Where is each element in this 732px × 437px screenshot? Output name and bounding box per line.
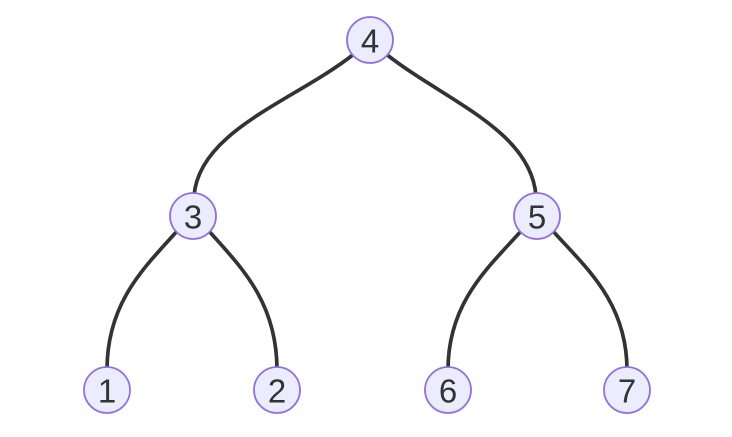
node-7-circle	[603, 366, 651, 414]
edge-5-6	[446, 228, 524, 372]
node-2-label: 2	[268, 373, 286, 410]
edge-4-3	[192, 52, 356, 198]
edges-layer	[105, 52, 629, 372]
node-3-circle	[169, 192, 217, 240]
node-5: 5	[513, 192, 561, 240]
edge-3-1	[105, 228, 180, 372]
node-5-circle	[513, 192, 561, 240]
node-2-circle	[253, 366, 301, 414]
node-6-circle	[424, 366, 472, 414]
node-1-circle	[83, 366, 131, 414]
node-1-label: 1	[98, 373, 116, 410]
edge-4-5	[384, 52, 538, 198]
node-7: 7	[603, 366, 651, 414]
node-4: 4	[346, 16, 394, 64]
node-3: 3	[169, 192, 217, 240]
node-4-circle	[346, 16, 394, 64]
node-6-label: 6	[439, 373, 457, 410]
node-7-label: 7	[618, 373, 636, 410]
node-4-label: 4	[361, 23, 379, 60]
node-2: 2	[253, 366, 301, 414]
node-1: 1	[83, 366, 131, 414]
edge-3-2	[206, 228, 279, 372]
node-6: 6	[424, 366, 472, 414]
nodes-layer: 4 3 5 1 2 6	[83, 16, 651, 414]
edge-5-7	[550, 228, 629, 372]
node-3-label: 3	[184, 199, 202, 236]
node-5-label: 5	[528, 199, 546, 236]
